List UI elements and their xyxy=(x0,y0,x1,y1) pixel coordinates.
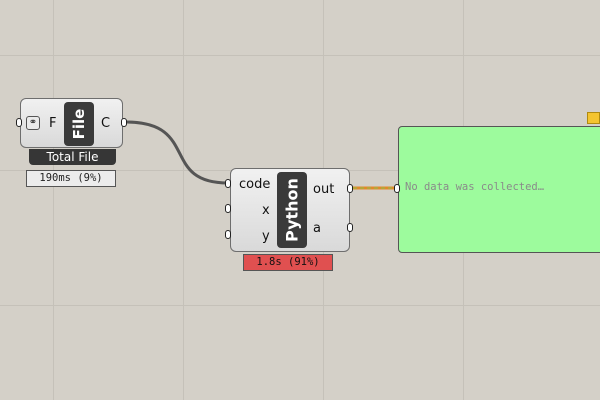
panel-input-grip[interactable] xyxy=(394,184,400,193)
python-profiler: 1.8s (91%) xyxy=(243,254,333,271)
python-input-x[interactable]: x xyxy=(262,203,270,218)
python-input-y-grip[interactable] xyxy=(225,230,231,239)
file-input-label[interactable]: F xyxy=(49,116,57,131)
grid-line xyxy=(0,55,600,56)
python-input-y[interactable]: y xyxy=(262,229,270,244)
bookmark-flag-icon[interactable] xyxy=(587,112,600,124)
file-caption: Total File xyxy=(29,149,116,165)
python-name-tab: Python xyxy=(277,172,307,248)
python-output-a[interactable]: a xyxy=(313,221,321,236)
python-output-out[interactable]: out xyxy=(313,182,335,197)
panel-text: No data was collected… xyxy=(405,181,545,193)
python-output-out-grip[interactable] xyxy=(347,184,353,193)
python-name: Python xyxy=(282,178,302,242)
grid-line xyxy=(0,305,600,306)
grid-line xyxy=(53,0,54,400)
output-panel[interactable]: No data was collected… xyxy=(398,126,600,253)
file-output-grip[interactable] xyxy=(121,118,127,127)
file-component[interactable]: ⚭ F File C xyxy=(20,98,123,148)
python-output-a-grip[interactable] xyxy=(347,223,353,232)
grid-line xyxy=(183,0,184,400)
file-output-label[interactable]: C xyxy=(101,116,111,131)
file-profiler: 190ms (9%) xyxy=(26,170,116,187)
python-component[interactable]: code x y Python out a xyxy=(230,168,350,252)
file-input-grip[interactable] xyxy=(16,118,22,127)
python-input-code-grip[interactable] xyxy=(225,179,231,188)
file-name: File xyxy=(70,108,88,140)
python-input-code[interactable]: code xyxy=(239,177,271,192)
python-input-x-grip[interactable] xyxy=(225,204,231,213)
link-icon[interactable]: ⚭ xyxy=(26,116,40,130)
file-name-tab: File xyxy=(64,102,94,146)
wire-file-to-python[interactable] xyxy=(125,120,229,185)
